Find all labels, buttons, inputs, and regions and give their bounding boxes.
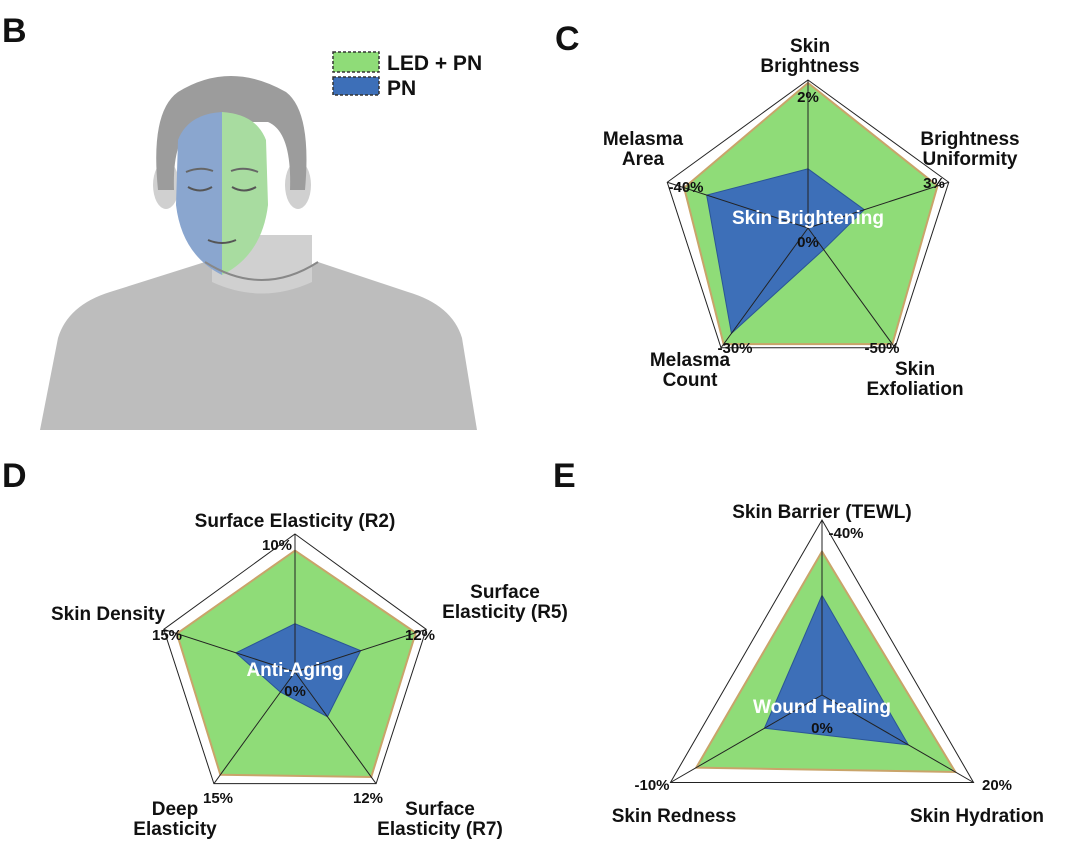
- axis-label-line: Uniformity: [923, 149, 1018, 170]
- axis-label-line: Surface Elasticity (R2): [195, 511, 396, 532]
- max-tick-skin-redness: -10%: [634, 777, 669, 794]
- spoke-melasma-area: [667, 181, 809, 229]
- legend-swatch-led-pn: [332, 51, 380, 73]
- spoke-skin-redness: [670, 694, 823, 783]
- center-title: Wound Healing: [753, 697, 891, 718]
- center-tick: 0%: [797, 234, 819, 251]
- panel-letter-d: D: [2, 457, 27, 495]
- radar-outer-frame: [666, 79, 950, 349]
- radar-outer-frame: [163, 533, 427, 785]
- left-brow: [185, 167, 214, 173]
- max-tick-surface-elasticity-r5: 12%: [405, 627, 435, 644]
- face-illustration: [40, 76, 477, 430]
- right-brow: [230, 167, 259, 173]
- max-tick-deep-elasticity: 15%: [203, 790, 233, 807]
- max-tick-melasma-count: -30%: [717, 340, 752, 357]
- axis-label-line: Surface: [470, 582, 540, 603]
- series-pn: [706, 168, 866, 335]
- series-pn: [235, 623, 362, 718]
- hair: [156, 76, 307, 190]
- max-tick-surface-elasticity-r2: 10%: [262, 537, 292, 554]
- face-led-pn-half: [222, 112, 268, 275]
- axis-label-line: Melasma: [650, 350, 731, 371]
- axis-label-skin-density: Skin Density: [51, 604, 165, 625]
- axis-label-line: Brightness: [760, 56, 859, 77]
- spoke-deep-elasticity: [213, 671, 296, 784]
- max-tick-melasma-area: -40%: [668, 179, 703, 196]
- axis-label-line: Skin Hydration: [910, 806, 1044, 827]
- axis-label-line: Surface: [405, 799, 475, 820]
- axis-label-line: Melasma: [603, 129, 684, 150]
- spoke-skin-hydration: [821, 694, 974, 783]
- axis-label-skin-redness: Skin Redness: [612, 806, 737, 827]
- spoke-surface-elasticity-r7: [294, 671, 377, 784]
- axis-label-line: Skin: [790, 36, 830, 57]
- legend-label-pn: PN: [387, 77, 416, 100]
- center-tick: 0%: [811, 720, 833, 737]
- max-tick-surface-elasticity-r7: 12%: [353, 790, 383, 807]
- panel-letter-b: B: [2, 12, 27, 50]
- panel-letter-c: C: [555, 20, 580, 58]
- max-tick-skin-barrier-tewl: -40%: [828, 525, 863, 542]
- axis-label-line: Count: [663, 370, 719, 391]
- legend-label-led-pn: LED + PN: [387, 52, 482, 75]
- radar-outer-frame: [669, 518, 975, 783]
- mouth: [207, 239, 237, 244]
- radar-chart-wound-healing: Skin Barrier (TEWL) Skin Hydration Skin Re…: [612, 502, 1044, 827]
- panel-letter-e: E: [553, 457, 576, 495]
- max-tick-skin-brightness: 2%: [797, 89, 819, 106]
- left-eye: [187, 186, 213, 192]
- spoke-melasma-count: [720, 227, 809, 349]
- max-tick-brightness-uniformity: 3%: [923, 175, 945, 192]
- axis-label-line: Skin: [895, 359, 935, 380]
- axis-label-line: Skin Density: [51, 604, 165, 625]
- axis-label-skin-hydration: Skin Hydration: [910, 806, 1044, 827]
- axis-label-line: Elasticity (R7): [377, 819, 503, 840]
- face-pn-half: [176, 112, 222, 275]
- legend-swatch-pn: [332, 76, 380, 96]
- center-tick: 0%: [284, 683, 306, 700]
- axis-label-line: Skin Redness: [612, 806, 737, 827]
- spoke-skin-exfoliation: [807, 227, 896, 349]
- axis-label-line: Exfoliation: [866, 379, 963, 400]
- axis-label-line: Brightness: [920, 129, 1019, 150]
- axis-label-line: Elasticity (R5): [442, 602, 568, 623]
- axis-label-line: Skin Barrier (TEWL): [732, 502, 911, 523]
- axis-label-line: Deep: [152, 799, 198, 820]
- axis-label-surface-elasticity-r2: Surface Elasticity (R2): [195, 511, 396, 532]
- spoke-surface-elasticity-r5: [294, 628, 427, 673]
- spoke-skin-density: [163, 628, 296, 673]
- max-tick-skin-exfoliation: -50%: [864, 340, 899, 357]
- collar: [204, 261, 319, 281]
- max-tick-skin-hydration: 20%: [982, 777, 1012, 794]
- axis-label-line: Elasticity: [133, 819, 217, 840]
- right-eye: [231, 186, 257, 192]
- legend: LED + PN PN: [332, 51, 482, 100]
- axis-label-line: Area: [622, 149, 665, 170]
- max-tick-skin-density: 15%: [152, 627, 182, 644]
- shirt: [40, 262, 477, 430]
- spoke-brightness-uniformity: [807, 181, 949, 229]
- center-title: Anti-Aging: [246, 660, 343, 681]
- axis-label-skin-barrier-tewl: Skin Barrier (TEWL): [732, 502, 911, 523]
- center-title: Skin Brightening: [732, 208, 884, 229]
